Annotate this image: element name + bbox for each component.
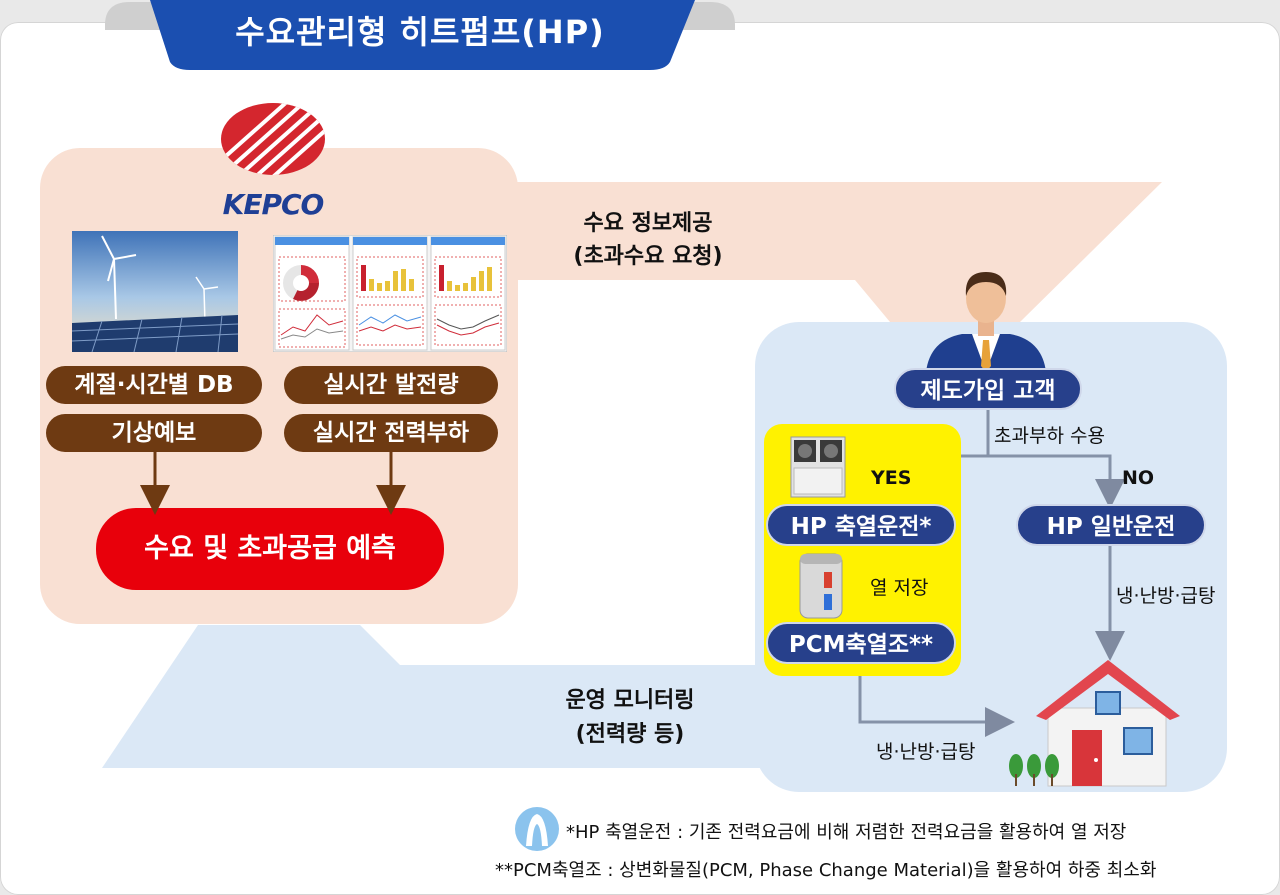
hp-normal-operation-label: HP 일반운전 <box>1016 504 1206 546</box>
pcm-storage-tank-label: PCM축열조** <box>766 622 956 664</box>
no-label: NO <box>1122 467 1155 489</box>
excess-demand-request-label: (초과수요 요청) <box>573 244 723 269</box>
hp-storage-operation-label: HP 축열운전* <box>766 504 956 546</box>
kepco-logo-icon <box>221 103 325 175</box>
accept-excess-load-label: 초과부하 수용 <box>994 425 1105 447</box>
dashboard-screens <box>273 235 507 352</box>
yes-label: YES <box>871 467 912 489</box>
demand-forecast-label: 수요 및 초과공급 예측 <box>96 508 444 590</box>
weather-forecast-label: 기상예보 <box>46 414 262 452</box>
heat-storage-label: 열 저장 <box>870 577 929 599</box>
realtime-load-label: 실시간 전력부하 <box>284 414 498 452</box>
customer-person-icon <box>926 272 1046 372</box>
info-provide-label: 수요 정보제공 <box>583 211 713 236</box>
realtime-generation-label: 실시간 발전량 <box>284 366 498 404</box>
heat-pump-unit-icon <box>790 436 846 498</box>
solar-wind-photo <box>72 231 238 352</box>
kepco-logo-text: KEPCO <box>222 188 325 221</box>
page-title: 수요관리형 히트펌프(HP) <box>235 13 605 51</box>
house-icon <box>1009 660 1180 787</box>
energy-amount-label: (전력량 등) <box>575 722 685 747</box>
member-customer-label: 제도가입 고객 <box>894 368 1082 410</box>
monitoring-label: 운영 모니터링 <box>565 688 695 713</box>
footnote-hp-storage: *HP 축열운전 : 기존 전력요금에 비해 저렴한 전력요금을 활용하여 열 … <box>566 822 1127 843</box>
hvac-label-right: 냉·난방·급탕 <box>1116 585 1216 607</box>
footnote-pcm-tank: **PCM축열조 : 상변화물질(PCM, Phase Change Mater… <box>495 860 1157 881</box>
hvac-label-bottom: 냉·난방·급탕 <box>876 741 976 763</box>
title-banner <box>105 0 735 70</box>
watermark-logo-icon <box>515 807 559 851</box>
pcm-tank-icon <box>799 553 843 619</box>
season-time-db-label: 계절·시간별 DB <box>46 366 262 404</box>
